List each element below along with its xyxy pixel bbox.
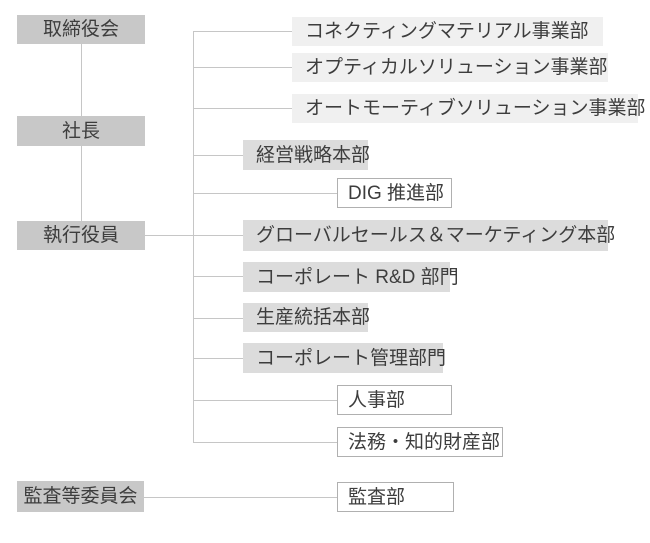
org-node-production-management-hq: 生産統括本部 [243, 303, 370, 332]
connector-line [193, 155, 243, 156]
org-node-executive-officers: 執行役員 [17, 221, 145, 250]
org-node-corporate-administration-division: コーポレート管理部門 [243, 343, 446, 373]
connector-line [193, 442, 337, 443]
org-node-global-sales-marketing-hq: グローバルセールス＆マーケティング本部 [243, 220, 615, 251]
org-node-corporate-rd-division: コーポレート R&D 部門 [243, 262, 459, 292]
org-node-division-connecting-materials: コネクティングマテリアル事業部 [292, 17, 603, 46]
connector-line [193, 108, 292, 109]
connector-line [193, 358, 243, 359]
connector-line [145, 235, 243, 236]
org-node-division-optical-solutions: オプティカルソリューション事業部 [292, 53, 608, 82]
org-node-audit-dept: 監査部 [337, 482, 454, 512]
org-node-president: 社長 [17, 116, 145, 146]
connector-line [193, 318, 243, 319]
org-node-dig-promotion-dept: DIG 推進部 [337, 178, 452, 208]
org-node-audit-committee: 監査等委員会 [17, 481, 144, 512]
connector-line [193, 193, 337, 194]
connector-trunk-line [193, 31, 194, 442]
connector-line [193, 400, 337, 401]
connector-line [81, 146, 82, 221]
connector-line [193, 31, 292, 32]
connector-line [144, 497, 337, 498]
org-node-legal-ip-dept: 法務・知的財産部 [337, 427, 503, 457]
org-node-board-of-directors: 取締役会 [17, 15, 145, 44]
connector-line [81, 44, 82, 116]
org-node-hr-dept: 人事部 [337, 385, 452, 415]
connector-line [193, 276, 243, 277]
org-node-management-strategy-hq: 経営戦略本部 [243, 140, 370, 170]
org-node-division-automotive-solutions: オートモーティブソリューション事業部 [292, 94, 645, 123]
connector-line [193, 67, 292, 68]
